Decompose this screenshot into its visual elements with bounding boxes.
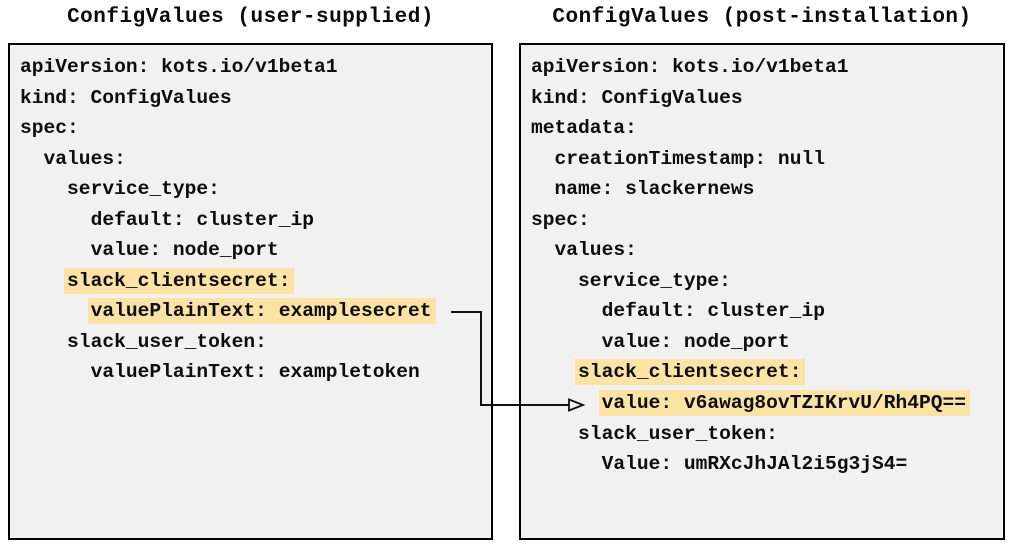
code-line: valuePlainText: examplesecret xyxy=(20,296,483,327)
code-line: spec: xyxy=(20,113,483,144)
code-line: value: v6awag8ovTZIKrvU/Rh4PQ== xyxy=(531,388,995,419)
code-text: kind: ConfigValues xyxy=(20,86,232,109)
code-line: default: cluster_ip xyxy=(531,296,995,327)
code-text: kind: ConfigValues xyxy=(531,86,743,109)
highlighted-code-text: slack_clientsecret: xyxy=(64,267,295,294)
code-lines: apiVersion: kots.io/v1beta1 kind: ConfigV… xyxy=(20,52,483,388)
code-line: apiVersion: kots.io/v1beta1 xyxy=(20,52,483,83)
code-line: value: node_port xyxy=(531,327,995,358)
highlighted-code-text: slack_clientsecret: xyxy=(575,359,806,386)
code-text: values: xyxy=(43,147,126,170)
code-text: default: cluster_ip xyxy=(601,300,825,323)
code-line: values: xyxy=(531,235,995,266)
code-text: value: node_port xyxy=(601,330,790,353)
code-text: service_type: xyxy=(67,178,220,201)
code-line: slack_clientsecret: xyxy=(531,357,995,388)
code-box-post-installation: apiVersion: kots.io/v1beta1 kind: ConfigV… xyxy=(519,43,1005,540)
code-text: spec: xyxy=(531,208,590,231)
code-text: value: node_port xyxy=(90,239,279,262)
config-panel-user-supplied: ConfigValues (user-supplied) apiVersion:… xyxy=(8,0,493,540)
code-line: spec: xyxy=(531,205,995,236)
code-box-user-supplied: apiVersion: kots.io/v1beta1 kind: ConfigV… xyxy=(8,43,493,540)
code-line: metadata: xyxy=(531,113,995,144)
code-text: default: cluster_ip xyxy=(90,208,314,231)
code-text: name: slackernews xyxy=(554,178,755,201)
panel-title-user-supplied: ConfigValues (user-supplied) xyxy=(67,6,434,29)
code-line: slack_user_token: xyxy=(531,419,995,450)
code-text: creationTimestamp: null xyxy=(554,147,825,170)
code-line: Value: umRXcJhJAl2i5g3jS4= xyxy=(531,449,995,480)
code-line: slack_user_token: xyxy=(20,327,483,358)
highlighted-code-text: value: v6awag8ovTZIKrvU/Rh4PQ== xyxy=(598,390,971,417)
code-lines: apiVersion: kots.io/v1beta1 kind: ConfigV… xyxy=(531,52,995,480)
code-text: values: xyxy=(554,239,637,262)
code-line: valuePlainText: exampletoken xyxy=(20,357,483,388)
code-text: slack_user_token: xyxy=(578,422,778,445)
code-text: valuePlainText: exampletoken xyxy=(90,361,420,384)
code-line: values: xyxy=(20,144,483,175)
code-line: creationTimestamp: null xyxy=(531,144,995,175)
code-text: apiVersion: kots.io/v1beta1 xyxy=(20,56,338,78)
code-line: service_type: xyxy=(20,174,483,205)
code-text: apiVersion: kots.io/v1beta1 xyxy=(531,56,849,78)
code-line: service_type: xyxy=(531,266,995,297)
panel-title-post-installation: ConfigValues (post-installation) xyxy=(552,6,972,29)
code-line: kind: ConfigValues xyxy=(531,83,995,114)
highlighted-code-text: valuePlainText: examplesecret xyxy=(87,298,436,325)
code-line: apiVersion: kots.io/v1beta1 xyxy=(531,52,995,83)
code-text: service_type: xyxy=(578,269,731,292)
code-line: kind: ConfigValues xyxy=(20,83,483,114)
code-text: spec: xyxy=(20,117,79,140)
code-line: slack_clientsecret: xyxy=(20,266,483,297)
code-line: name: slackernews xyxy=(531,174,995,205)
config-panel-post-installation: ConfigValues (post-installation) apiVers… xyxy=(519,0,1005,540)
code-line: value: node_port xyxy=(20,235,483,266)
code-text: slack_user_token: xyxy=(67,330,267,353)
code-text: Value: umRXcJhJAl2i5g3jS4= xyxy=(601,453,908,476)
code-line: default: cluster_ip xyxy=(20,205,483,236)
code-text: metadata: xyxy=(531,117,637,140)
